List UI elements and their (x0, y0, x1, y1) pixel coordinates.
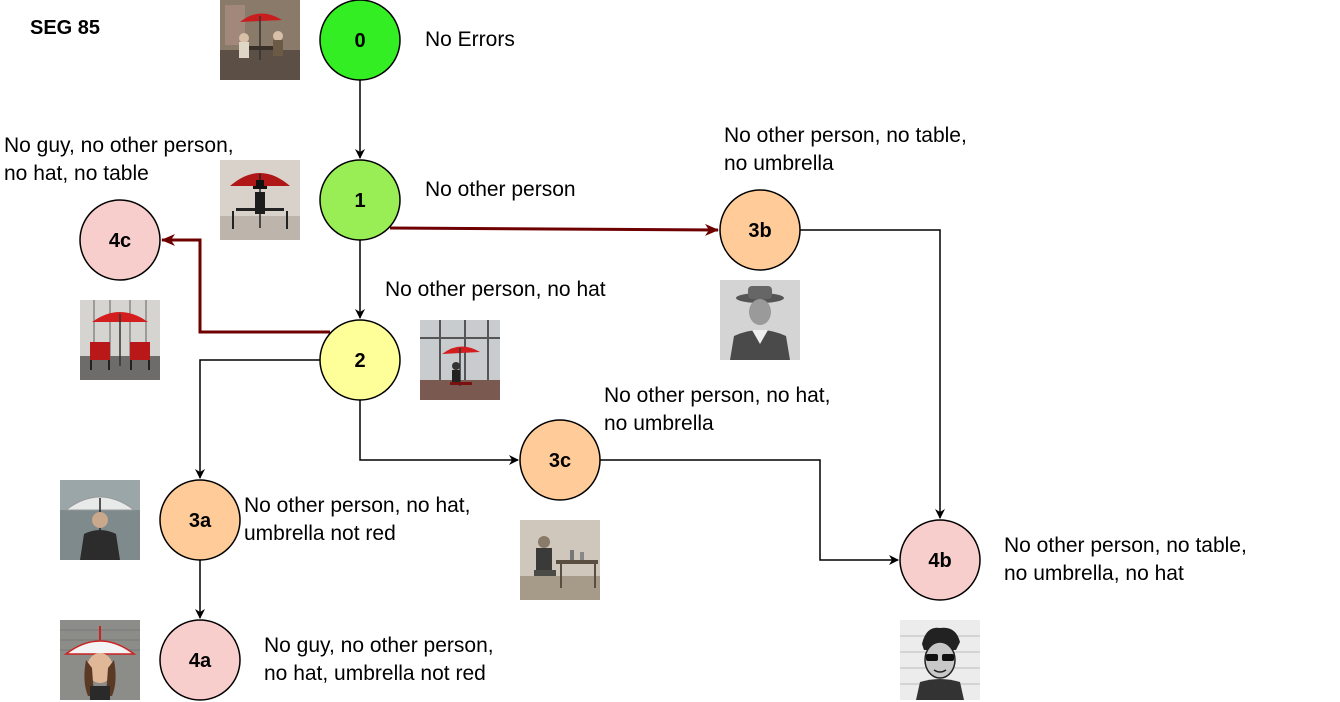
thumbnail-node-4a (60, 620, 140, 700)
sketch-man-with-sunglasses-icon (900, 620, 980, 700)
description-line: No other person (425, 178, 576, 201)
diagram-title: SEG 85 (30, 17, 101, 39)
edge-2-to-3a (195, 359, 320, 479)
node-3c-circle (519, 419, 601, 501)
node-3a-circle (159, 479, 241, 561)
node-3b-circle (719, 189, 801, 271)
thumbnail-node-3a (60, 480, 140, 560)
description-node-4a: No guy, no other person, no hat, umbrell… (264, 632, 494, 688)
node-1-circle (319, 159, 401, 241)
thumbnail-node-3c (520, 520, 600, 600)
photo-two-people-at-table-under-red-umbrella-icon (220, 0, 300, 80)
node-3a-label: 3a (189, 510, 212, 532)
node-3c: 3c (519, 419, 601, 501)
node-4b-label: 4b (928, 550, 951, 572)
node-4a-circle (159, 619, 241, 701)
description-line: No other person, no hat, (604, 384, 831, 407)
edge-3b-to-4b (800, 229, 945, 519)
description-node-2: No other person, no hat (385, 276, 606, 304)
description-line: no umbrella (724, 152, 834, 175)
description-line: No guy, no other person, (264, 634, 494, 657)
description-node-1: No other person (425, 176, 576, 204)
node-4b-circle (899, 519, 981, 601)
node-4c-circle (79, 199, 161, 281)
edge-2-to-3c (359, 400, 519, 465)
description-line: No other person, no table, (1004, 534, 1247, 557)
edges (161, 80, 945, 619)
description-line: No other person, no hat (385, 278, 606, 301)
thumbnail-node-3b (720, 280, 800, 360)
photo-woman-wearing-umbrella-hat-icon (60, 620, 140, 700)
node-3b-label: 3b (748, 220, 771, 242)
description-line: no hat, umbrella not red (264, 662, 486, 685)
photo-man-under-white-umbrella-icon (60, 480, 140, 560)
thumbnail-node-1 (220, 160, 300, 240)
node-3a: 3a (159, 479, 241, 561)
description-line: no hat, no table (4, 162, 149, 185)
node-3b: 3b (719, 189, 801, 271)
node-3c-label: 3c (549, 450, 571, 472)
description-line: No other person, no hat, (244, 494, 471, 517)
node-0-label: 0 (354, 30, 365, 52)
description-node-3b: No other person, no table, no umbrella (724, 122, 967, 178)
thumbnail-node-2 (420, 320, 500, 400)
description-line: no umbrella, no hat (1004, 562, 1184, 585)
photo-man-sitting-at-table-icon (520, 520, 600, 600)
description-node-0: No Errors (425, 26, 515, 54)
photo-person-at-table-red-umbrella-window-icon (420, 320, 500, 400)
node-2: 2 (319, 319, 401, 401)
edge-2-to-4c (161, 234, 330, 334)
description-line: No guy, no other person, (4, 134, 234, 157)
photo-red-chairs-under-red-umbrella-icon (80, 300, 160, 380)
description-line: no umbrella (604, 412, 714, 435)
node-4a-label: 4a (189, 650, 212, 672)
node-2-label: 2 (354, 350, 365, 372)
photo-man-in-fedora-hat-icon (720, 280, 800, 360)
node-1: 1 (319, 159, 401, 241)
description-node-3c: No other person, no hat, no umbrella (604, 382, 830, 438)
node-4c-label: 4c (109, 230, 131, 252)
edge-3c-to-4b (600, 459, 899, 565)
node-4b: 4b (899, 519, 981, 601)
thumbnail-node-4b (900, 620, 980, 700)
node-1-label: 1 (354, 190, 365, 212)
node-2-circle (319, 319, 401, 401)
thumbnail-node-0 (220, 0, 300, 80)
description-line: No other person, no table, (724, 124, 967, 147)
description-line: umbrella not red (244, 522, 396, 545)
edge-1-to-3b (389, 223, 719, 236)
description-line: No Errors (425, 28, 515, 51)
photo-person-with-hat-under-red-umbrella-icon (220, 160, 300, 240)
node-4a: 4a (159, 619, 241, 701)
node-0: 0 (319, 0, 401, 81)
node-0-circle (319, 0, 401, 81)
description-node-4c: No guy, no other person, no hat, no tabl… (4, 132, 234, 188)
description-node-4b: No other person, no table, no umbrella, … (1004, 532, 1247, 588)
thumbnail-node-4c (80, 300, 160, 380)
node-4c: 4c (79, 199, 161, 281)
description-node-3a: No other person, no hat, umbrella not re… (244, 492, 470, 548)
